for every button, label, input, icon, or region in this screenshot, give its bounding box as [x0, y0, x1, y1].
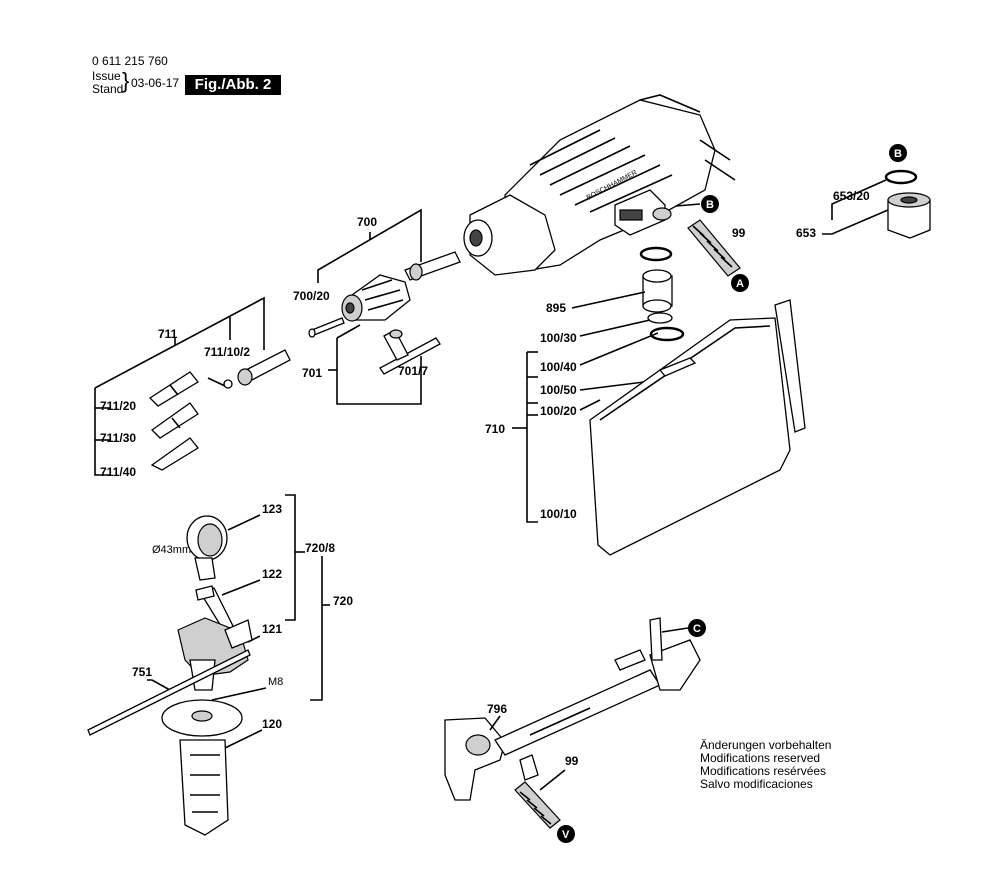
- notes-block: Änderungen vorbehalten Modifications res…: [700, 739, 831, 791]
- marker-b-cap: B: [889, 144, 907, 162]
- clamp-band-123: [186, 515, 228, 581]
- label-100-20: 100/20: [540, 404, 577, 418]
- label-700-20: 700/20: [293, 289, 330, 303]
- marker-b-drill: B: [701, 195, 719, 213]
- hammer-drill-body: [463, 94, 736, 276]
- depth-stop-796: [444, 617, 701, 801]
- stand-label: Stand: [92, 82, 124, 96]
- bracket-720: [310, 556, 330, 701]
- marker-v: V: [557, 825, 575, 843]
- bit-711-30: [150, 402, 199, 439]
- label-121: 121: [262, 622, 282, 636]
- label-99-lower: 99: [565, 754, 579, 768]
- cap-653: [884, 169, 931, 239]
- label-701-7: 701/7: [398, 364, 428, 378]
- svg-text:B: B: [894, 148, 902, 160]
- label-711-40: 711/40: [100, 465, 136, 479]
- label-711-10-2: 711/10/2: [204, 345, 250, 359]
- brace: }: [122, 68, 130, 93]
- label-m8: M8: [268, 676, 283, 688]
- label-100-40: 100/40: [540, 360, 577, 374]
- label-796: 796: [487, 702, 507, 716]
- label-895: 895: [546, 301, 566, 315]
- label-751: 751: [132, 665, 152, 679]
- label-653: 653: [796, 226, 816, 240]
- bracket-710: [512, 351, 538, 523]
- svg-text:A: A: [736, 278, 744, 290]
- label-123: 123: [262, 502, 282, 516]
- spring-99: [687, 219, 741, 277]
- label-711-20: 711/20: [100, 399, 136, 413]
- bit-holder: [223, 349, 291, 389]
- label-710: 710: [485, 422, 505, 436]
- label-100-50: 100/50: [540, 383, 577, 397]
- bracket-720-8: [285, 494, 305, 621]
- part-number: 0 611 215 760: [92, 54, 168, 68]
- label-100-10: 100/10: [540, 507, 577, 521]
- label-100-30: 100/30: [540, 331, 577, 345]
- note-fr: Modifications resérvées: [700, 764, 827, 778]
- spring-99-lower: [514, 781, 561, 829]
- label-120: 120: [262, 717, 282, 731]
- bracket-701: [328, 324, 422, 405]
- svg-text:C: C: [693, 623, 701, 635]
- bracket-700: [317, 208, 422, 283]
- bit-711-40: [150, 437, 199, 471]
- label-122: 122: [262, 567, 282, 581]
- note-en: Modifications reserved: [700, 751, 821, 765]
- label-720-8: 720/8: [305, 541, 335, 555]
- issue-label: Issue: [92, 69, 121, 83]
- label-99-top: 99: [732, 226, 746, 240]
- chuck-701: [341, 251, 461, 322]
- carry-case: [589, 299, 806, 556]
- key-701-7: [379, 329, 441, 375]
- label-700: 700: [357, 215, 377, 229]
- handle-120: [161, 699, 243, 836]
- marker-c: C: [688, 619, 706, 637]
- bit-711-20: [148, 371, 199, 407]
- diameter-43mm: Ø43mm: [152, 544, 191, 556]
- note-es: Salvo modificaciones: [700, 777, 813, 791]
- label-720: 720: [333, 594, 353, 608]
- svg-text:V: V: [562, 829, 570, 841]
- depth-rod-751: [87, 649, 251, 736]
- marker-a: A: [731, 274, 749, 292]
- svg-text:B: B: [706, 199, 714, 211]
- screw-700-20: [308, 317, 345, 338]
- note-de: Änderungen vorbehalten: [700, 738, 832, 752]
- ring-stack: [639, 246, 685, 342]
- label-711-30: 711/30: [100, 431, 136, 445]
- label-701: 701: [302, 366, 322, 380]
- issue-date: 03-06-17: [131, 76, 180, 90]
- bracket-711: [94, 296, 265, 476]
- label-711: 711: [158, 327, 178, 341]
- figure-label: Fig./Abb. 2: [185, 75, 281, 95]
